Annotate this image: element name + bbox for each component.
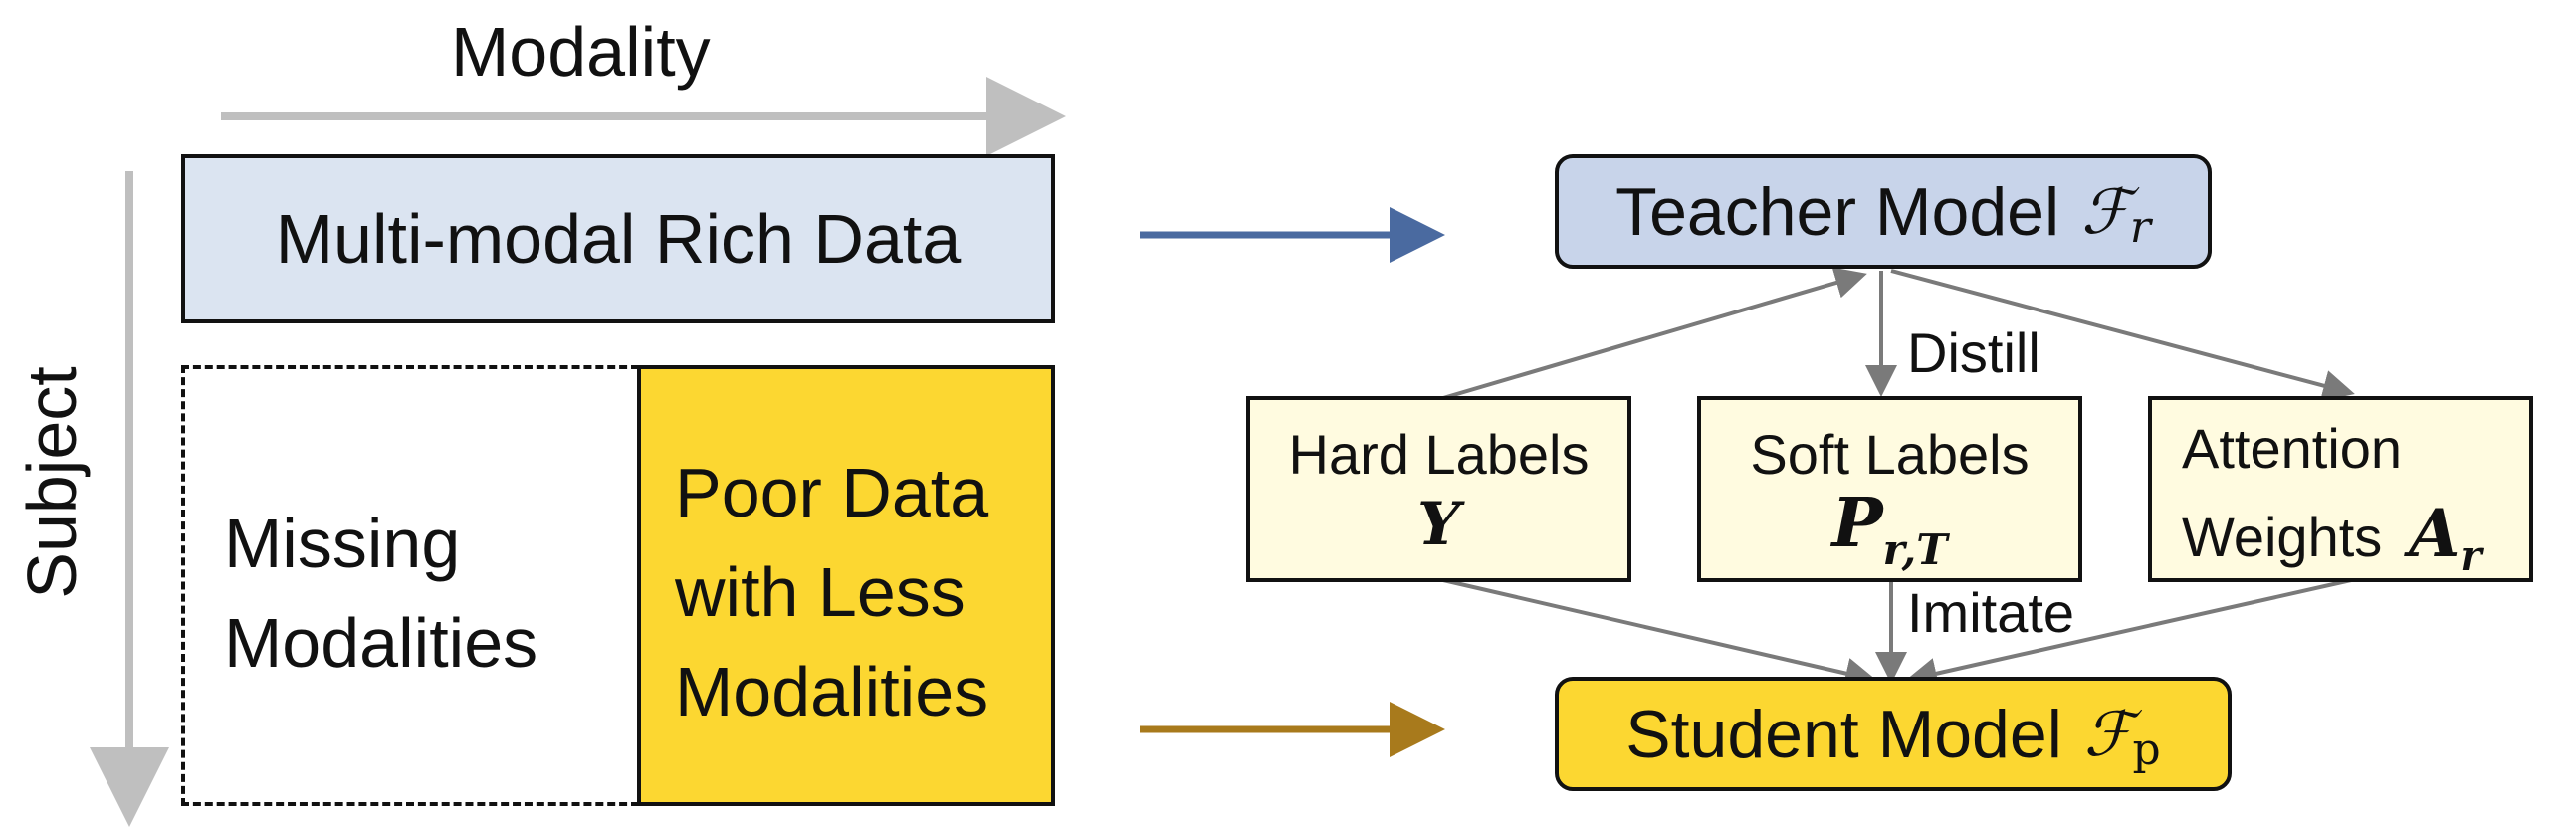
teacher-model-label: Teacher Model xyxy=(1615,173,2060,250)
rich-data-label: Multi-modal Rich Data xyxy=(275,200,962,278)
poor-label-line2: with Less xyxy=(675,553,966,631)
teacher-to-attention-arrow xyxy=(1890,269,2355,402)
rich-data-box: Multi-modal Rich Data xyxy=(181,154,1055,323)
teacher-subscript: r xyxy=(2129,202,2151,253)
missing-label-line1: Missing xyxy=(224,505,461,582)
attention-weights-line1: Attention xyxy=(2182,417,2403,480)
hard-labels-text: Hard Labels xyxy=(1288,423,1590,486)
student-model-box: Student Model ℱ p xyxy=(1555,677,2232,791)
attention-weights-line2-row: Weights Ar xyxy=(2182,495,2482,580)
hard-labels-symbol: Y xyxy=(1417,490,1460,559)
student-symbol: ℱ xyxy=(2083,698,2133,770)
teacher-symbol: ℱ xyxy=(2081,175,2130,248)
subject-label: Subject xyxy=(13,366,91,599)
hard-to-student-arrow xyxy=(1442,578,1877,690)
attention-weights-line2: Weights xyxy=(2182,506,2383,568)
soft-labels-box: Soft Labels Pr,T xyxy=(1697,396,2082,582)
attention-symbol: A xyxy=(2409,495,2461,572)
soft-labels-symbol: P xyxy=(1831,484,1883,563)
attention-weights-box: Attention Weights Ar xyxy=(2148,396,2533,582)
teacher-model-box: Teacher Model ℱ r xyxy=(1555,154,2212,269)
soft-labels-text: Soft Labels xyxy=(1750,423,2030,486)
poor-data-box xyxy=(637,365,1055,806)
soft-labels-math: Pr,T xyxy=(1701,484,2078,574)
attention-to-student-arrow xyxy=(1905,578,2352,690)
missing-modalities-region xyxy=(181,365,639,806)
missing-label-line2: Modalities xyxy=(224,604,538,682)
soft-labels-subscript: r,T xyxy=(1882,525,1948,574)
modality-label: Modality xyxy=(451,13,711,91)
student-model-label: Student Model xyxy=(1625,696,2062,772)
student-subscript: p xyxy=(2132,724,2161,775)
attention-subscript: r xyxy=(2460,531,2482,580)
poor-label-line3: Modalities xyxy=(675,653,989,730)
hard-labels-box: Hard Labels Y xyxy=(1246,396,1631,582)
hard-to-teacher-line xyxy=(1442,267,1867,400)
distill-label: Distill xyxy=(1907,321,2040,384)
imitate-label: Imitate xyxy=(1907,581,2075,644)
poor-label-line1: Poor Data xyxy=(675,454,989,531)
